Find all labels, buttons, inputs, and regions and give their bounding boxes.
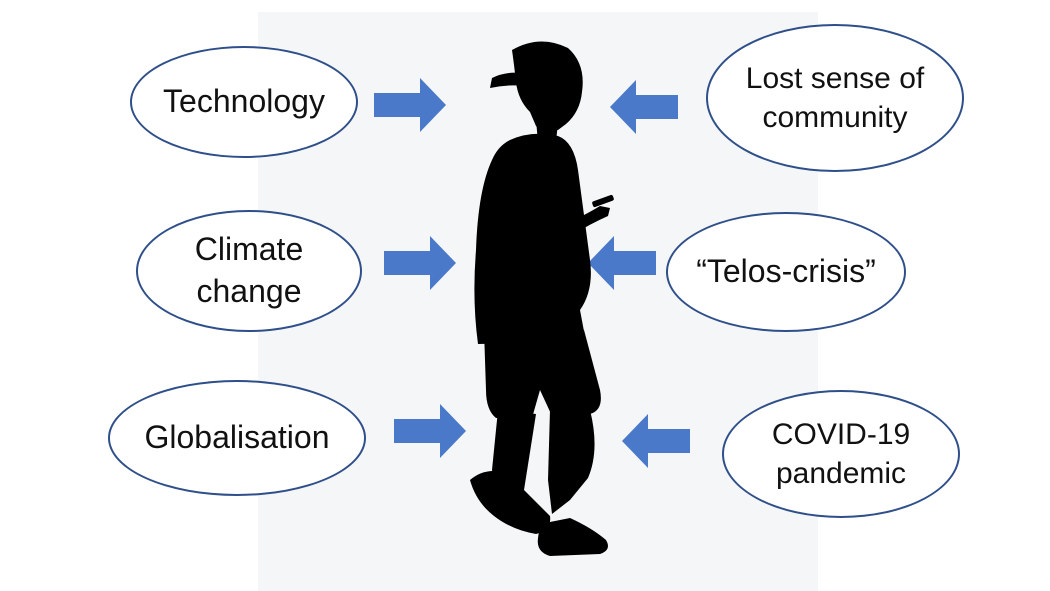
factor-covid-19-pandemic: COVID-19 pandemic <box>722 390 960 518</box>
factor-label: pandemic <box>775 457 907 490</box>
arrow-shape <box>394 404 466 458</box>
arrow-right-icon <box>374 78 446 132</box>
factor-label: Globalisation <box>144 419 330 456</box>
factor-climate-change: Climate change <box>136 210 362 332</box>
arrow-shape <box>610 80 678 134</box>
factor-label: Climate <box>194 231 304 268</box>
arrow-shape <box>384 236 456 290</box>
arrow-left-icon <box>588 236 656 290</box>
factor-label: Lost sense of <box>745 62 925 95</box>
factor-label: change <box>196 273 302 309</box>
factor-label: Technology <box>163 83 325 120</box>
factor-telos-crisis: “Telos-crisis” <box>666 212 906 332</box>
arrow-right-icon <box>384 236 456 290</box>
arrow-left-icon <box>610 80 678 134</box>
factor-lost-sense-of-community: Lost sense of community <box>706 24 964 172</box>
arrow-left-icon <box>622 414 690 468</box>
arrow-shape <box>588 236 656 290</box>
arrow-shape <box>622 414 690 468</box>
factor-label: COVID-19 <box>771 418 911 451</box>
arrow-right-icon <box>394 404 466 458</box>
factor-label: “Telos-crisis” <box>696 253 876 290</box>
person-with-phone-silhouette-icon <box>470 41 614 556</box>
factor-technology: Technology <box>130 46 358 158</box>
factor-label: community <box>762 101 908 134</box>
factor-globalisation: Globalisation <box>108 380 366 496</box>
arrow-shape <box>374 78 446 132</box>
